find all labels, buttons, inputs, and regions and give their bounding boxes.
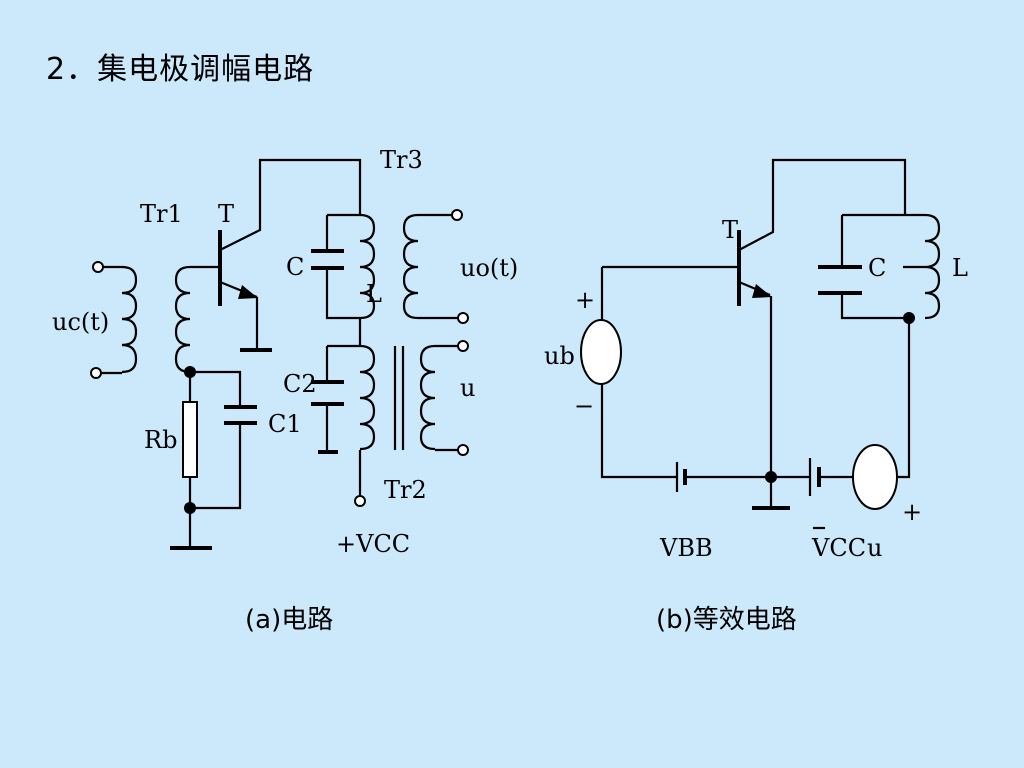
caption-a: (a)电路 <box>245 605 333 635</box>
label-plus-top: + <box>575 286 595 314</box>
circuit-b: T C L + ub − VBB VCC u + (b)等效电路 <box>544 158 968 635</box>
label-vcc-a: +VCC <box>336 530 410 558</box>
label-plus-bottom: + <box>902 498 922 526</box>
uo-terminal-top <box>451 209 463 221</box>
tr1-primary-coil <box>121 265 138 374</box>
label-ub: ub <box>544 342 575 370</box>
tr3-secondary-coil <box>402 213 419 320</box>
label-minus: − <box>574 392 594 420</box>
source-ub <box>580 319 622 385</box>
label-l-a: L <box>366 280 382 308</box>
resistor-rb <box>182 401 198 478</box>
u-terminal-bottom <box>457 444 469 456</box>
label-c-a: C <box>286 253 304 281</box>
source-u <box>852 444 898 510</box>
uo-terminal-bottom <box>457 312 469 324</box>
label-tr2: Tr2 <box>384 476 427 504</box>
label-l-b: L <box>952 254 968 282</box>
label-rb: Rb <box>144 426 177 454</box>
circuit-a: Tr1 T Tr3 C L uo(t) uc(t) C2 u C1 Rb Tr2… <box>52 146 518 635</box>
emitter-arrow <box>238 285 258 299</box>
emitter-arrow-b <box>752 284 772 298</box>
vcc-terminal <box>354 495 366 507</box>
label-u-b: u <box>867 534 882 562</box>
tr2-primary-coil <box>359 344 376 451</box>
label-uo: uo(t) <box>460 254 518 282</box>
uc-terminal-bottom <box>90 367 102 379</box>
coil-l <box>359 213 376 320</box>
slide-title: 2．集电极调幅电路 <box>46 52 315 87</box>
tr1-secondary-coil <box>174 265 191 374</box>
label-tr3: Tr3 <box>380 146 423 174</box>
label-c-b: C <box>868 254 886 282</box>
u-terminal-top <box>457 340 469 352</box>
node-tank-b <box>903 312 915 324</box>
label-vcc-b: VCC <box>811 534 866 562</box>
label-c1: C1 <box>268 410 302 438</box>
label-u-a: u <box>460 374 475 402</box>
uc-terminal-top <box>92 261 104 273</box>
node-ground <box>184 502 196 514</box>
label-t-a: T <box>218 200 234 228</box>
label-uc: uc(t) <box>52 308 109 336</box>
tr2-secondary-coil <box>419 344 436 451</box>
coil-l-b <box>924 213 941 320</box>
label-c2: C2 <box>283 370 317 398</box>
label-t-b: T <box>722 216 738 244</box>
caption-b: (b)等效电路 <box>656 605 797 635</box>
label-vbb: VBB <box>659 534 713 562</box>
label-tr1: Tr1 <box>140 200 183 228</box>
